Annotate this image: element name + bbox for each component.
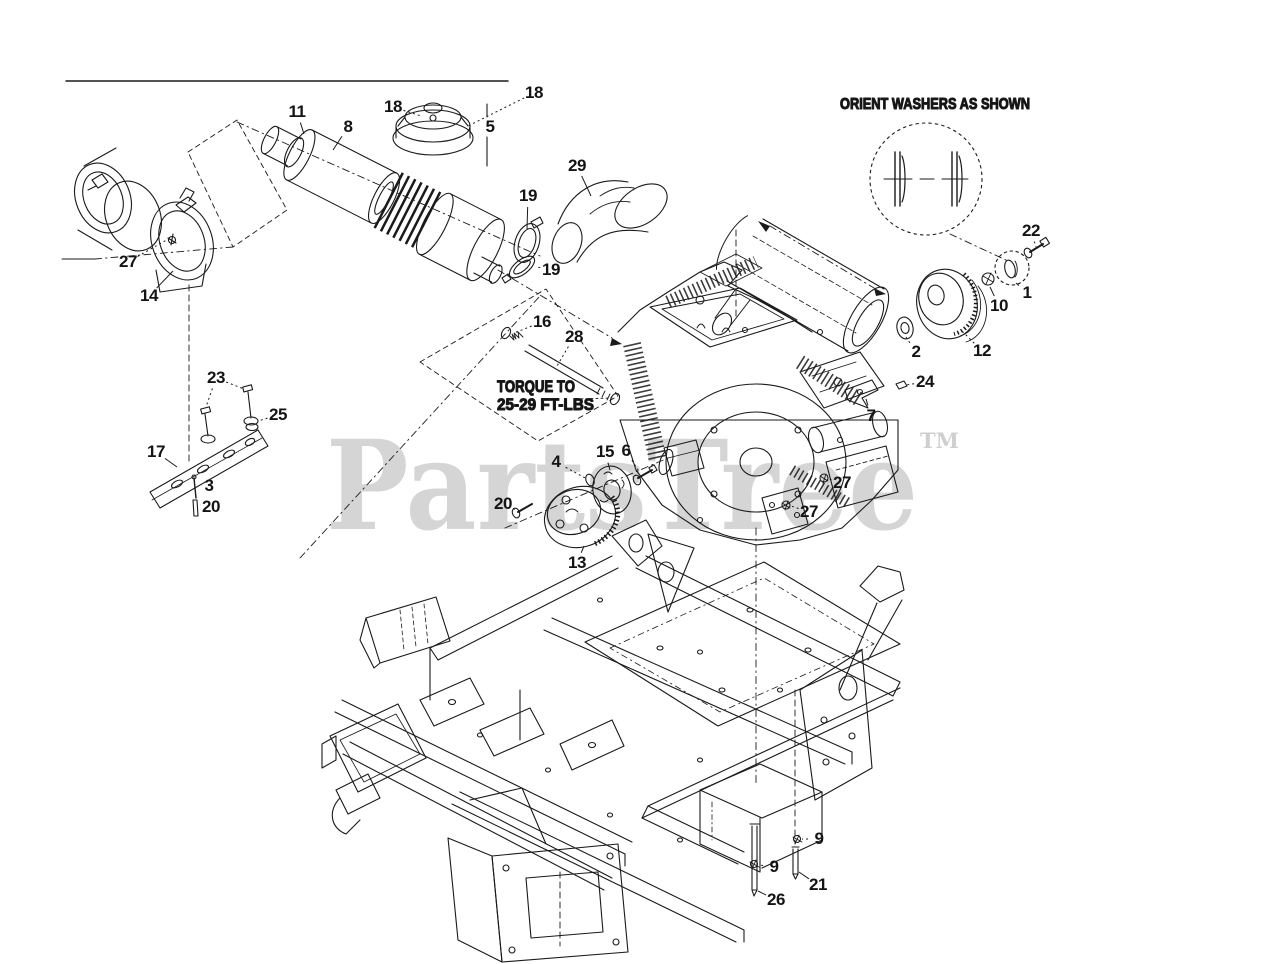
callout-leader-line [1015,282,1020,286]
part-callout-12: 12 [973,341,991,360]
callout-leader-line [513,325,532,334]
callout-leader-line [1033,241,1037,248]
part-callout-28: 28 [565,327,583,346]
callout-leader-line [556,346,569,367]
mount-bracket-rail [149,384,269,517]
part-callout-24: 24 [916,372,934,391]
part-callout-4: 4 [551,452,561,471]
callout-leader-line [403,109,422,117]
part-callout-20: 20 [202,497,220,516]
callout-leader-line [205,388,213,408]
callout-leader-line [156,270,174,289]
part-callout-25: 25 [269,405,287,424]
part-callout-3: 3 [204,476,214,495]
part-callout-19: 19 [519,186,537,205]
callout-leader-line [332,135,343,151]
part-callout-13: 13 [568,553,586,572]
part-callout-18: 18 [384,97,402,116]
orient-washers-detail [869,122,983,236]
part-callout-27: 27 [119,252,137,271]
part-callout-27: 27 [833,473,851,492]
frame [321,519,905,963]
part-callout-14: 14 [140,286,158,305]
part-callout-10: 10 [990,296,1008,315]
pulley-group [896,236,1051,343]
callout-leader-line [137,237,171,257]
part-callout-1: 1 [1022,283,1032,302]
part-callout-8: 8 [343,117,353,136]
part-callout-18: 18 [525,83,543,102]
mount-bolts [500,326,621,406]
callout-leader-line [226,381,245,390]
callout-leader-line [905,383,915,386]
callout-leader-line [758,864,764,867]
callout-leader-line [565,466,588,480]
callout-leader-line [989,286,995,297]
engine [617,215,899,546]
part-callout-11: 11 [288,102,306,121]
part-callout-16: 16 [533,312,551,331]
callout-leader-line [467,97,525,127]
callout-leader-line [607,462,611,471]
callout-leader-line [164,457,178,468]
part-callout-21: 21 [809,875,827,894]
hose-clamps [501,216,544,284]
side-brackets [781,379,908,511]
ring-clamp [74,147,162,252]
torque-note-line2: 25-29 FT-LBS [497,395,594,414]
callout-leader-line [905,336,911,344]
torque-note-line1: TORQUE TO [497,377,575,396]
orient-washers-note: ORIENT WASHERS AS SHOWN [840,96,1030,113]
callout-leader-line [580,545,585,554]
part-callout-7: 7 [866,406,876,425]
watermark-tm: TM [920,428,959,453]
callout-leader-line [790,505,799,509]
air-cleaner-assembly [74,102,668,293]
part-callout-27: 27 [800,502,818,521]
watermark: PartsTree TM [326,414,959,559]
clutch-group [511,464,658,549]
part-callout-9: 9 [769,857,779,876]
callout-leader-line [798,871,810,880]
part-callout-17: 17 [147,442,165,461]
part-callout-2: 2 [911,342,921,361]
part-callout-9: 9 [814,829,824,848]
callout-leader-line [581,175,592,197]
part-callout-26: 26 [767,890,785,909]
callout-leader-line [512,508,517,511]
part-callout-6: 6 [621,441,631,460]
dome-cover [392,102,474,156]
callout-leader-line [828,478,832,481]
callout-leader-line [757,890,767,896]
callout-leader-line [536,266,541,269]
callout-leader-line [257,417,268,422]
callout-leader-line [526,206,529,230]
part-callout-15: 15 [596,442,614,461]
band-clamp [150,187,214,293]
part-callout-23: 23 [207,368,225,387]
part-callout-29: 29 [568,156,586,175]
part-callout-20: 20 [494,494,512,513]
elbow-hose [551,180,668,264]
lower-box-and-bolts [699,763,823,897]
part-callout-5: 5 [485,117,495,136]
callout-leader-line [631,460,641,474]
callout-leader-line [865,398,869,406]
callout-leader-line [299,122,305,135]
part-callout-19: 19 [542,260,560,279]
muffler [711,215,890,354]
part-callout-22: 22 [1022,221,1040,240]
